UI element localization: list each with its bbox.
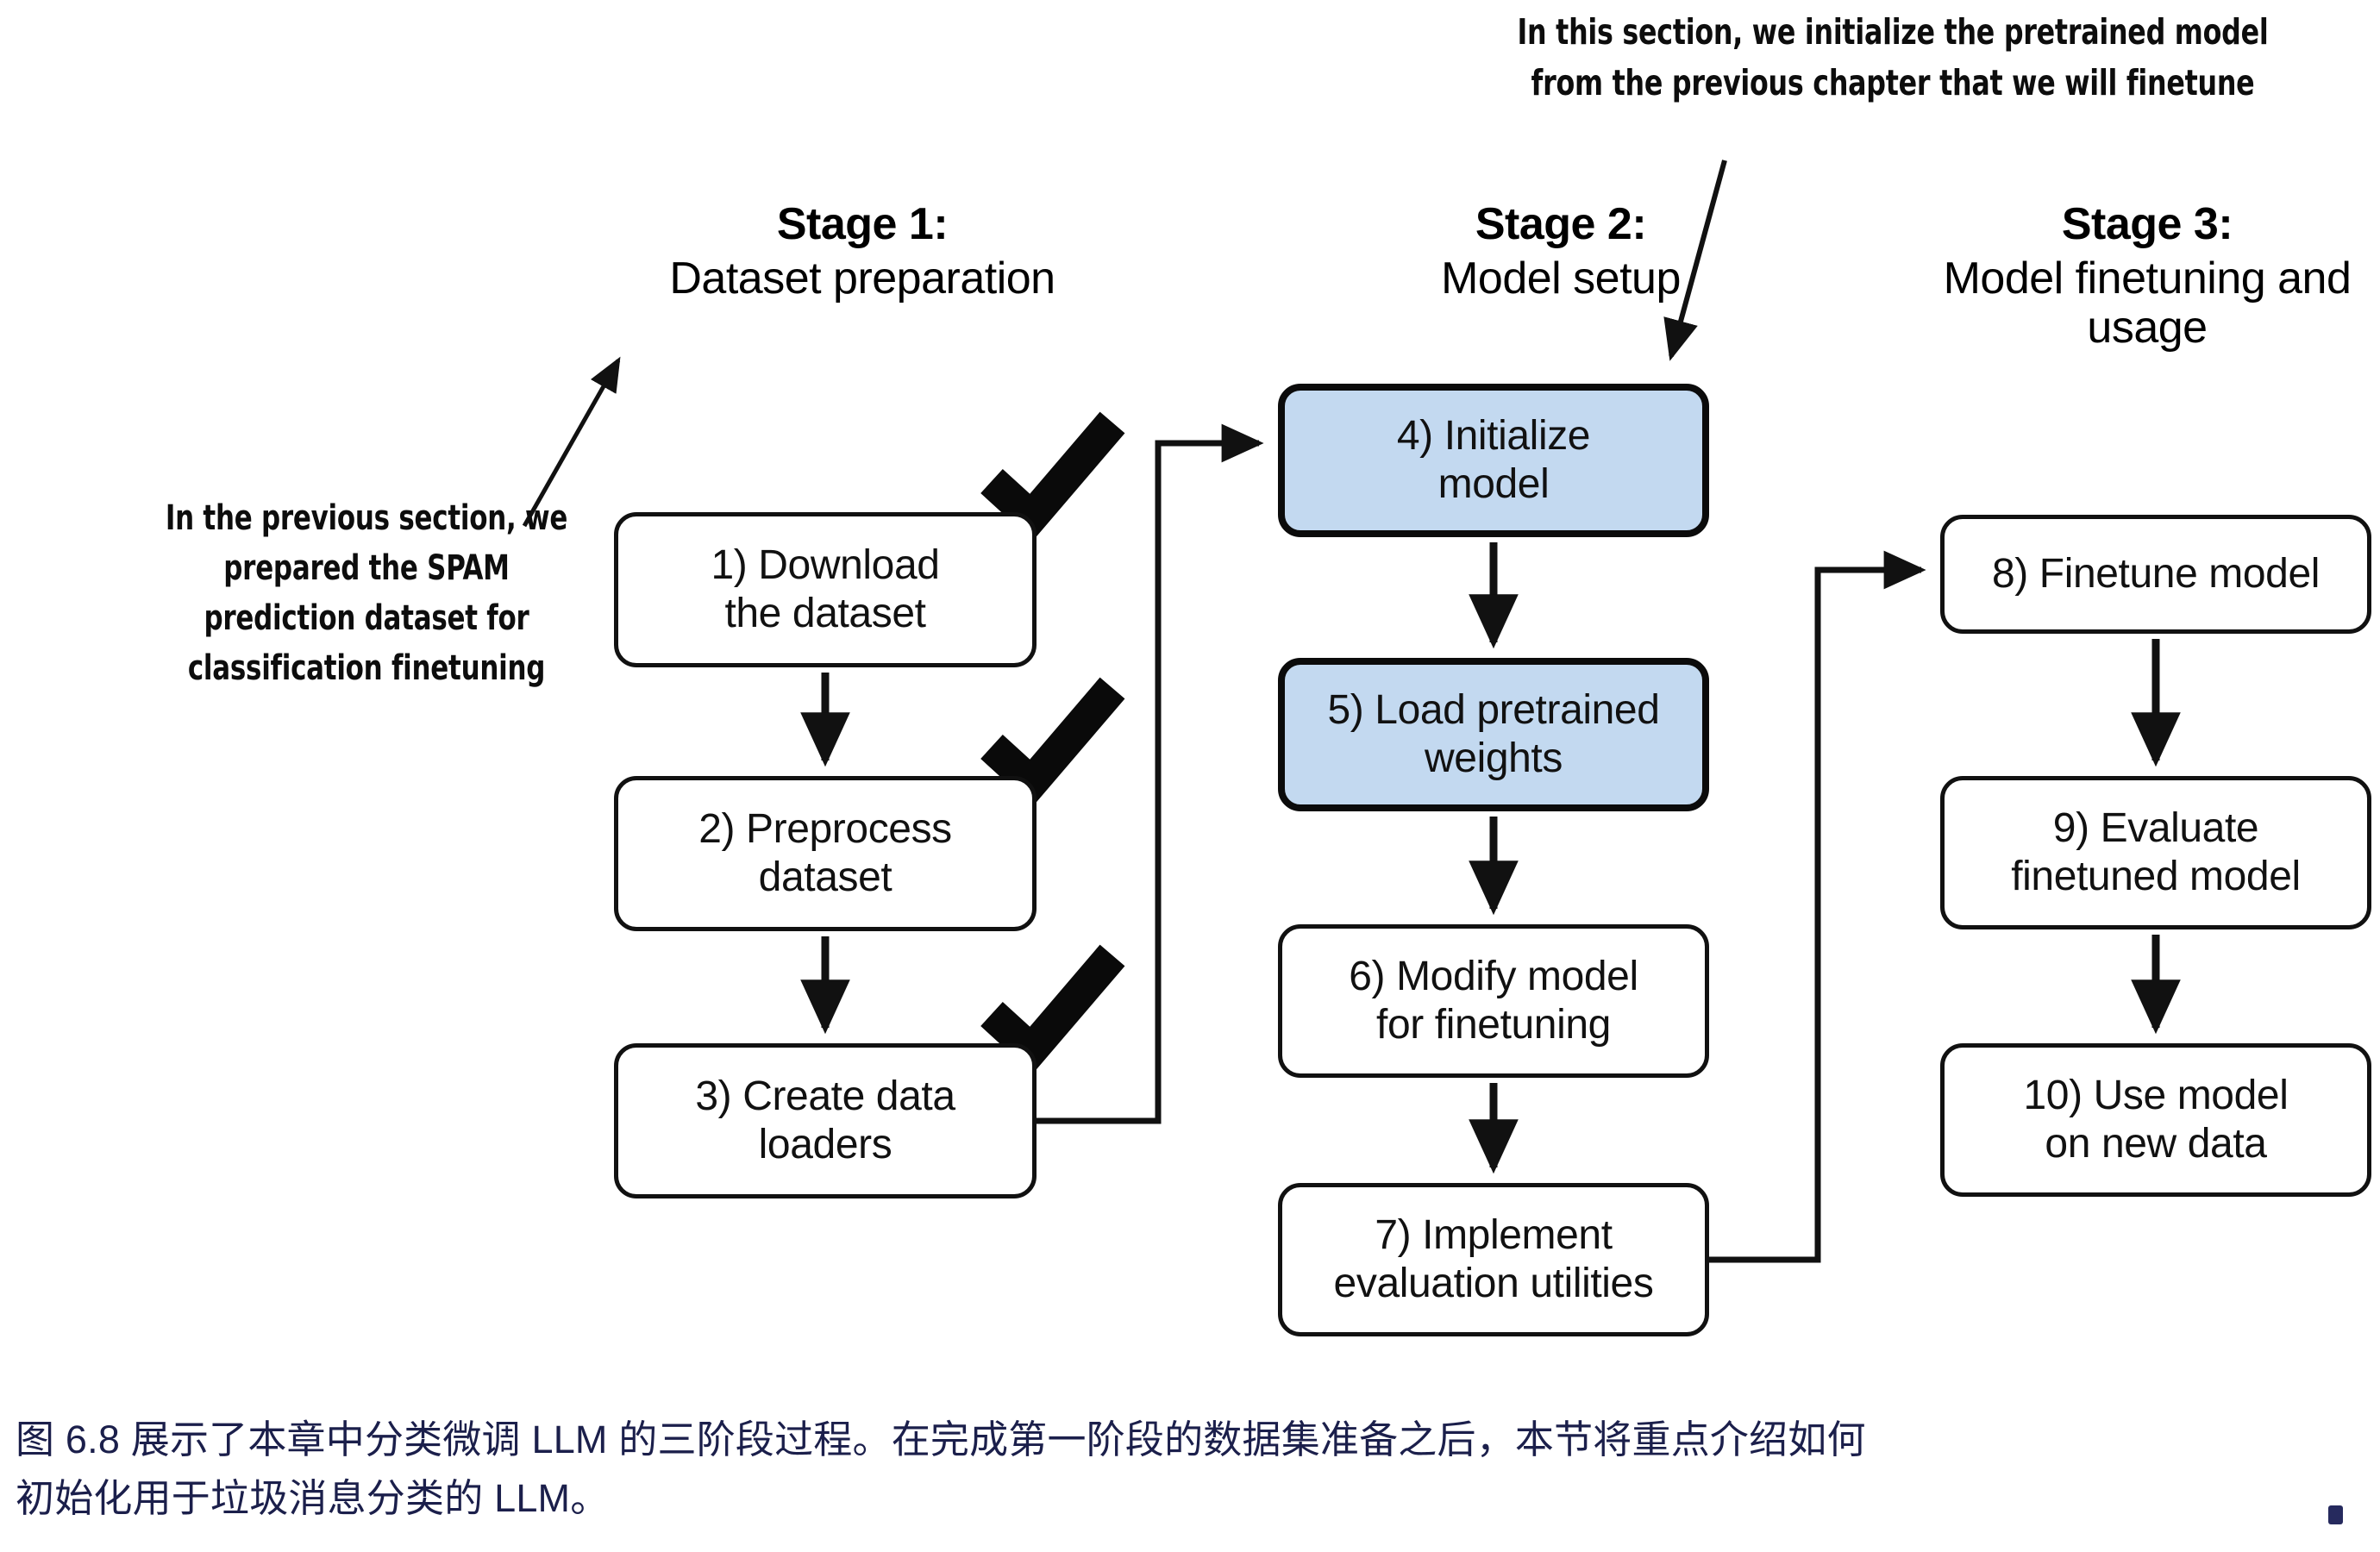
connector-stage2-stage3	[1709, 550, 1926, 1263]
flow-step-6-modify-model-for-finetuning[interactable]: 6) Modify model for finetuning	[1278, 924, 1709, 1078]
flow-step-1-download-dataset[interactable]: 1) Download the dataset	[614, 512, 1037, 667]
flow-step-5-load-pretrained-weights[interactable]: 5) Load pretrained weights	[1278, 658, 1709, 811]
annotation-previous-section: In the previous section, we prepared the…	[165, 498, 568, 688]
figure-caption: 图 6.8 展示了本章中分类微调 LLM 的三阶段过程。在完成第一阶段的数据集准…	[16, 1411, 2370, 1529]
checkmark-icon-box3	[980, 944, 1125, 1074]
stage-3-heading: Stage 3: Model finetuning and usage	[1880, 199, 2380, 354]
stage-2-subtitle: Model setup	[1441, 253, 1681, 304]
flow-step-2-line1: 2) Preprocess	[698, 806, 952, 853]
flow-step-1-line2: the dataset	[724, 591, 926, 636]
annotation-this-section: In this section, we initialize the pretr…	[1517, 11, 2269, 104]
stage-3-subtitle: Model finetuning and usage	[1943, 253, 2352, 354]
flow-step-10-line2: on new data	[2045, 1121, 2267, 1167]
stage-1-title: Stage 1:	[776, 199, 949, 249]
flow-step-9-line1: 9) Evaluate	[2052, 805, 2259, 852]
flow-step-2-line2: dataset	[758, 854, 892, 900]
flow-step-3-create-data-loaders[interactable]: 3) Create data loaders	[614, 1043, 1037, 1198]
figure-caption-line-1: 图 6.8 展示了本章中分类微调 LLM 的三阶段过程。在完成第一阶段的数据集准…	[16, 1417, 1866, 1461]
flow-step-8-line1: 8) Finetune model	[1991, 551, 2320, 598]
stage-1-subtitle: Dataset preparation	[669, 253, 1055, 304]
flow-step-6-line2: for finetuning	[1376, 1002, 1611, 1048]
flow-step-2-preprocess-dataset[interactable]: 2) Preprocess dataset	[614, 776, 1037, 931]
flow-step-1-line1: 1) Download	[711, 542, 940, 589]
flow-step-9-line2: finetuned model	[2011, 854, 2301, 899]
flow-step-4-line2: model	[1437, 461, 1550, 507]
stage-3-title: Stage 3:	[2061, 199, 2233, 249]
flow-step-7-implement-evaluation-utilities[interactable]: 7) Implement evaluation utilities	[1278, 1183, 1709, 1336]
text-cursor-mark	[2328, 1505, 2343, 1524]
flow-step-6-line1: 6) Modify model	[1349, 954, 1638, 1000]
flow-step-5-line2: weights	[1425, 735, 1563, 781]
figure-caption-line-2: 初始化用于垃圾消息分类的 LLM。	[16, 1476, 610, 1521]
stage-2-title: Stage 2:	[1475, 199, 1647, 249]
flow-step-3-line2: loaders	[758, 1122, 892, 1167]
flow-step-4-line1: 4) Initialize	[1396, 413, 1591, 460]
flow-step-10-line1: 10) Use model	[2023, 1073, 2289, 1119]
checkmark-icon-box2	[980, 677, 1125, 807]
flow-step-9-evaluate-finetuned-model[interactable]: 9) Evaluate finetuned model	[1940, 776, 2371, 929]
flow-step-5-line1: 5) Load pretrained	[1327, 687, 1660, 734]
flow-step-4-initialize-model[interactable]: 4) Initialize model	[1278, 384, 1709, 537]
flow-step-7-line2: evaluation utilities	[1333, 1261, 1654, 1306]
flow-step-3-line1: 3) Create data	[695, 1073, 955, 1120]
stage-1-heading: Stage 1: Dataset preparation	[526, 199, 1199, 304]
flow-step-8-finetune-model[interactable]: 8) Finetune model	[1940, 515, 2371, 634]
checkmark-icon-box1	[980, 411, 1125, 541]
stage-2-heading: Stage 2: Model setup	[1293, 199, 1828, 304]
flow-step-10-use-model-on-new-data[interactable]: 10) Use model on new data	[1940, 1043, 2371, 1197]
connector-stage1-stage2	[1037, 423, 1264, 1124]
flow-step-7-line1: 7) Implement	[1375, 1212, 1613, 1259]
